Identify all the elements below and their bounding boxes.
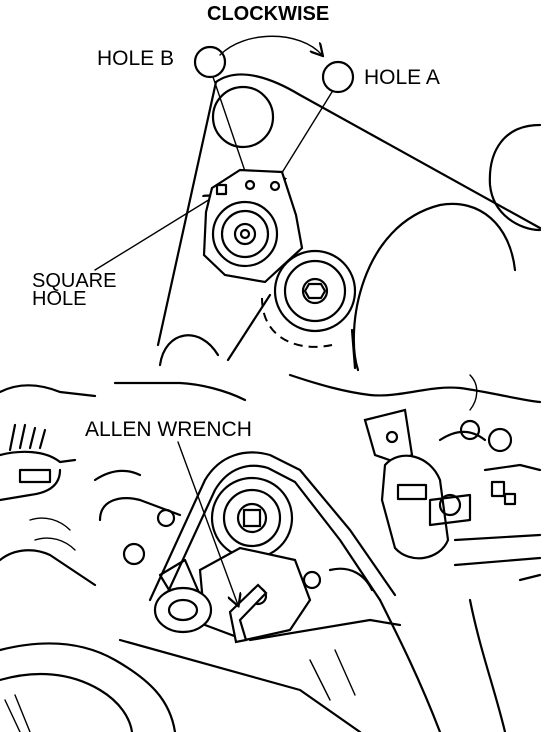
upper-detail-view: [94, 35, 542, 372]
hole-a-label: HOLE A: [364, 66, 440, 89]
pulley-alternate-position: [261, 297, 333, 348]
square-hole-label-line2: HOLE: [32, 288, 87, 310]
bottom-left-pulley: [158, 334, 220, 367]
square-hole-label-line1: SQUARE: [32, 270, 117, 292]
allen-wrench: [228, 583, 268, 644]
allen-wrench-leader: [177, 441, 238, 605]
hole-b-callout-circle: [193, 45, 227, 79]
hole-a-callout-circle: [321, 60, 355, 94]
clockwise-label: CLOCKWISE: [207, 3, 330, 25]
clockwise-arrow: [219, 35, 322, 55]
hole-b-label: HOLE B: [97, 47, 175, 70]
belt-lower-view: [148, 451, 397, 602]
far-right-pulley: [488, 123, 542, 232]
lower-pulley-outer: [273, 249, 357, 333]
upper-idler-pulley: [211, 85, 275, 149]
right-side-bracket: [363, 408, 414, 464]
lower-hose: [0, 642, 177, 732]
lower-left-pulley: [153, 586, 213, 634]
lower-pulley-hub: [301, 277, 329, 305]
lower-pulley-hex: [303, 282, 327, 300]
hole-b-leader: [212, 76, 249, 183]
lower-engine-view: [0, 373, 542, 732]
tensioner-pulley-hub: [233, 222, 257, 246]
right-large-pulley: [352, 202, 517, 372]
allen-wrench-label: ALLEN WRENCH: [85, 418, 252, 441]
square-hole-label: SQUARE HOLE: [32, 270, 117, 310]
square-hole: [215, 183, 228, 196]
alternator-body: [380, 454, 450, 560]
tensioner-pulley-bolt: [239, 228, 251, 240]
hole-a: [269, 180, 281, 192]
square-hole-leader: [94, 196, 215, 271]
tensioner-pulley-inner: [220, 209, 270, 259]
hole-a-leader: [275, 91, 333, 184]
lower-pulley-rim: [283, 259, 347, 323]
hole-b: [244, 179, 256, 191]
